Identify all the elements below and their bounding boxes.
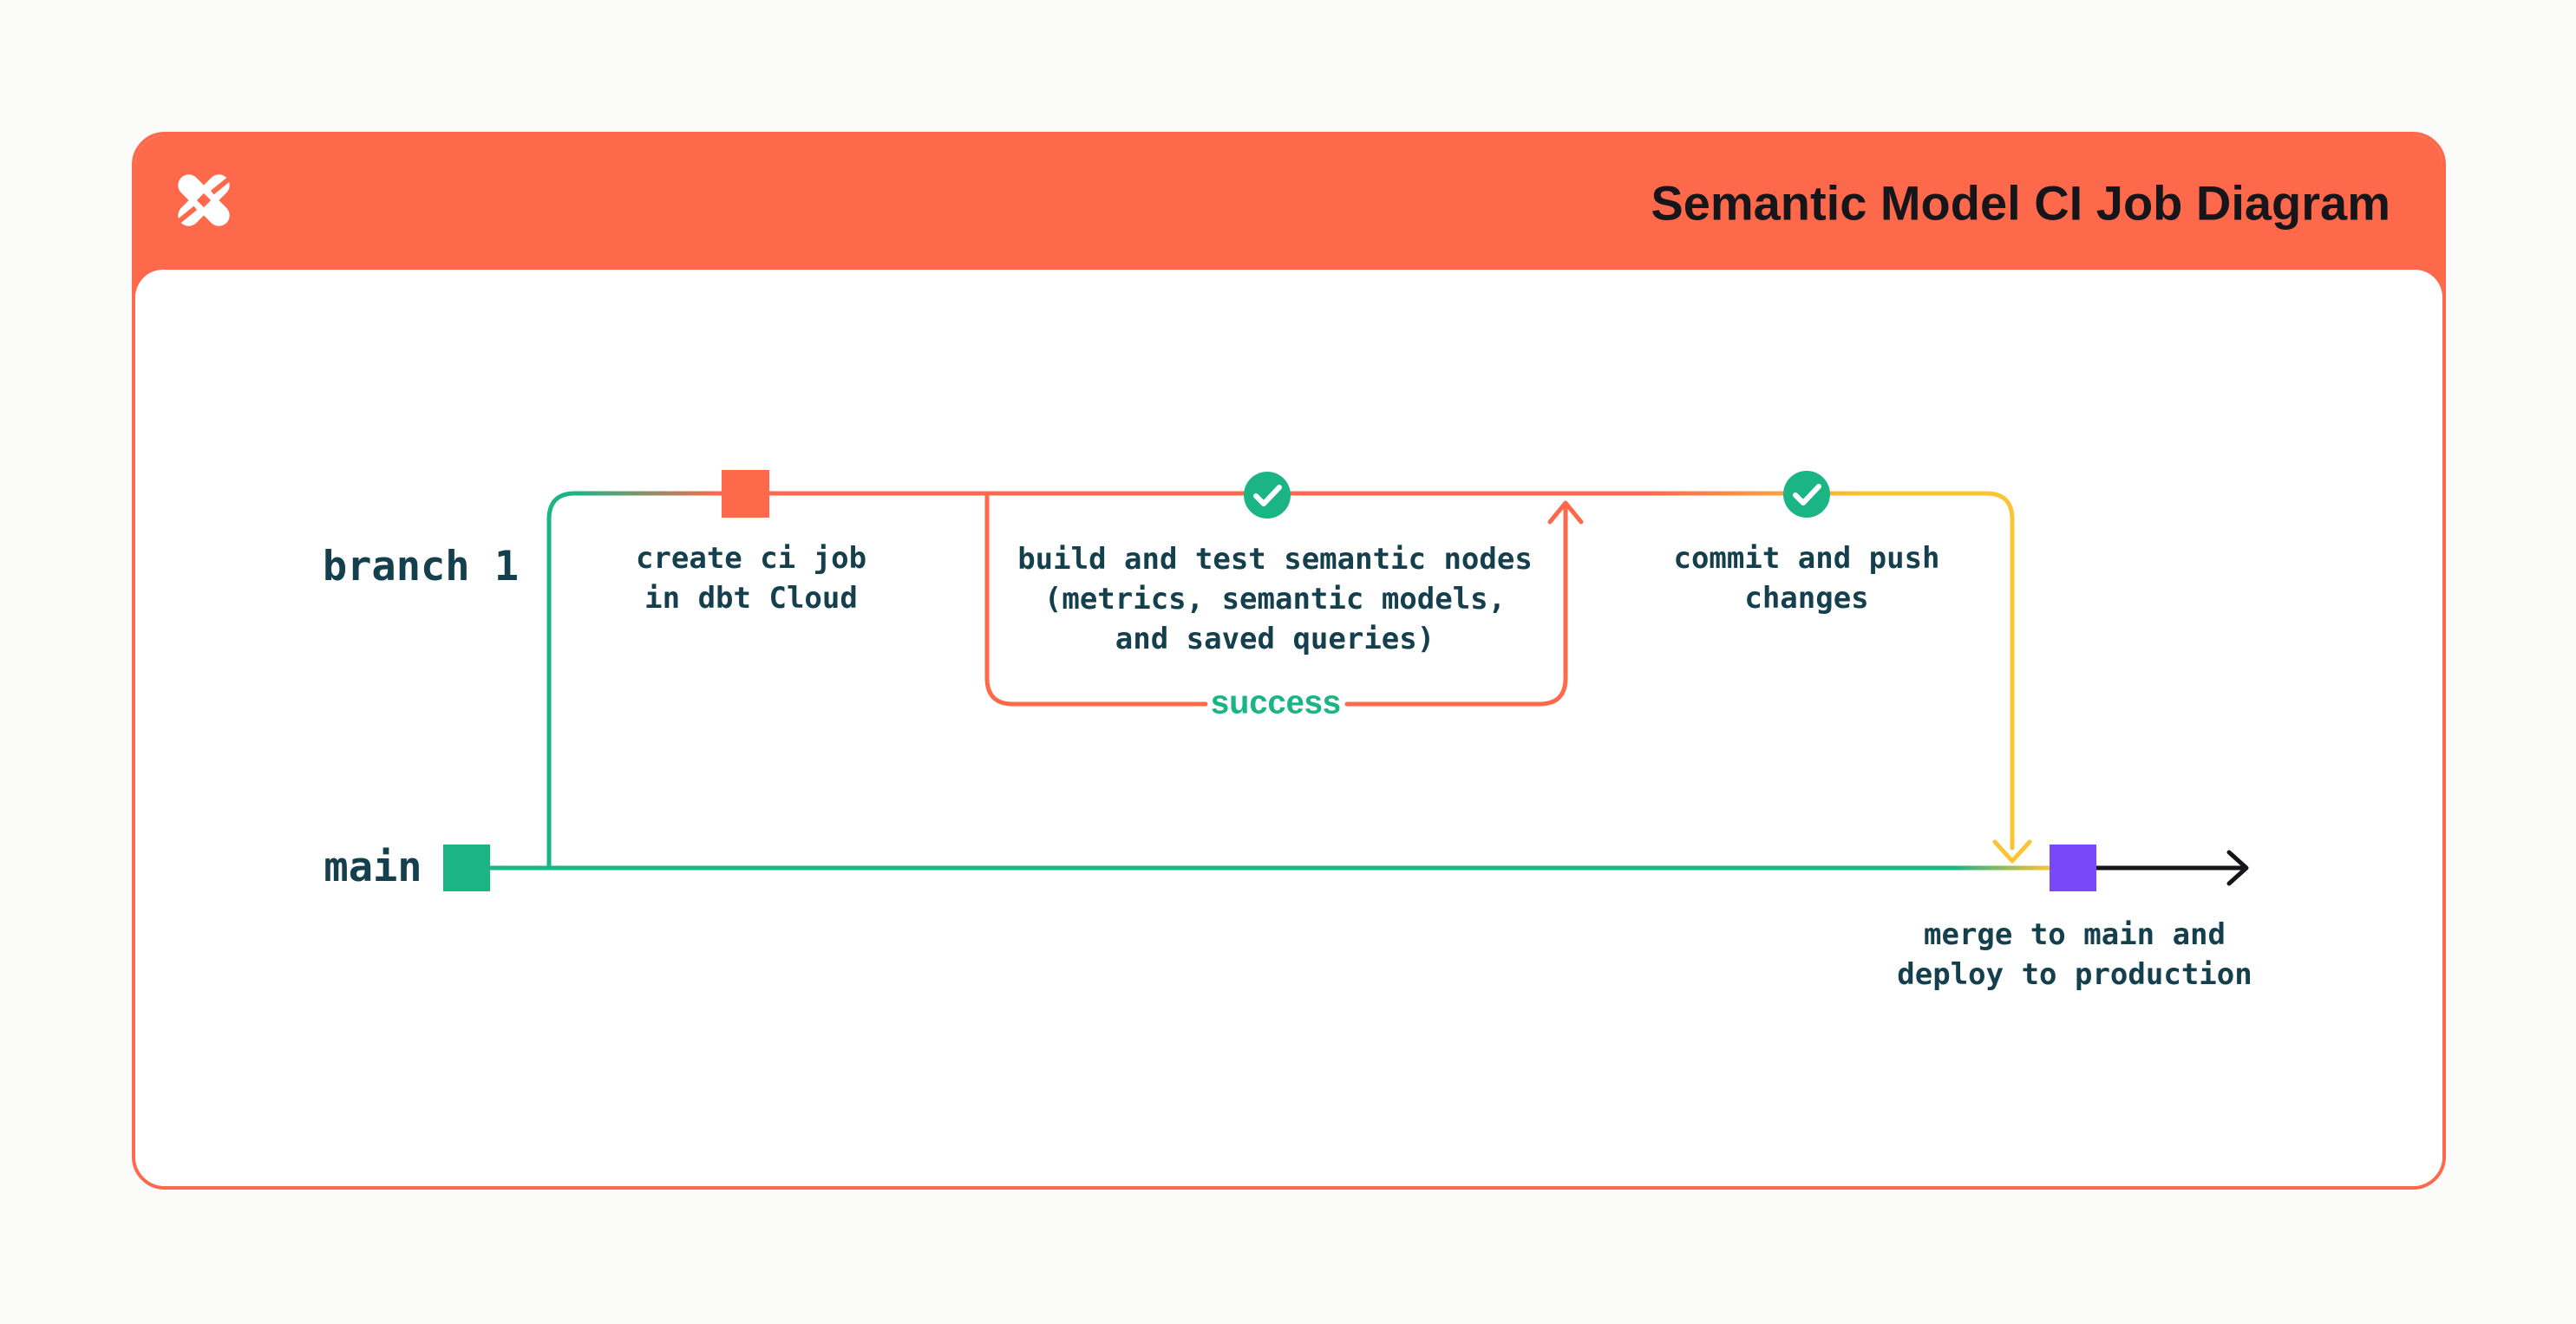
success-loop-arrowhead-icon <box>1547 500 1584 525</box>
build-test-check-icon <box>1244 472 1291 519</box>
commit-push-label: commit and push changes <box>1673 541 1940 616</box>
diagram-card: Semantic Model CI Job Diagram <box>132 132 2446 1190</box>
main-commit-square-icon <box>443 845 490 891</box>
success-loop-right <box>1344 504 1568 707</box>
merge-deploy-label: merge to main and deploy to production <box>1897 917 2252 992</box>
build-test-label: build and test semantic nodes (metrics, … <box>1017 542 1533 656</box>
production-arrowhead-icon <box>2226 850 2249 886</box>
page-title: Semantic Model CI Job Diagram <box>1651 175 2390 231</box>
commit-push-check-icon <box>1783 471 1830 518</box>
success-label: success <box>1210 684 1342 721</box>
branch1-label: branch 1 <box>322 543 520 590</box>
success-loop-left <box>984 493 1208 707</box>
create-ci-job-label: create ci job in dbt Cloud <box>635 541 867 616</box>
merge-arrowhead-icon <box>1992 839 2032 864</box>
merge-commit-square-icon <box>2050 845 2096 891</box>
card-body <box>135 270 2442 1186</box>
main-branch-label: main <box>324 844 422 891</box>
dbt-logo-icon <box>175 174 232 226</box>
create-ci-commit-square-icon <box>722 470 769 518</box>
